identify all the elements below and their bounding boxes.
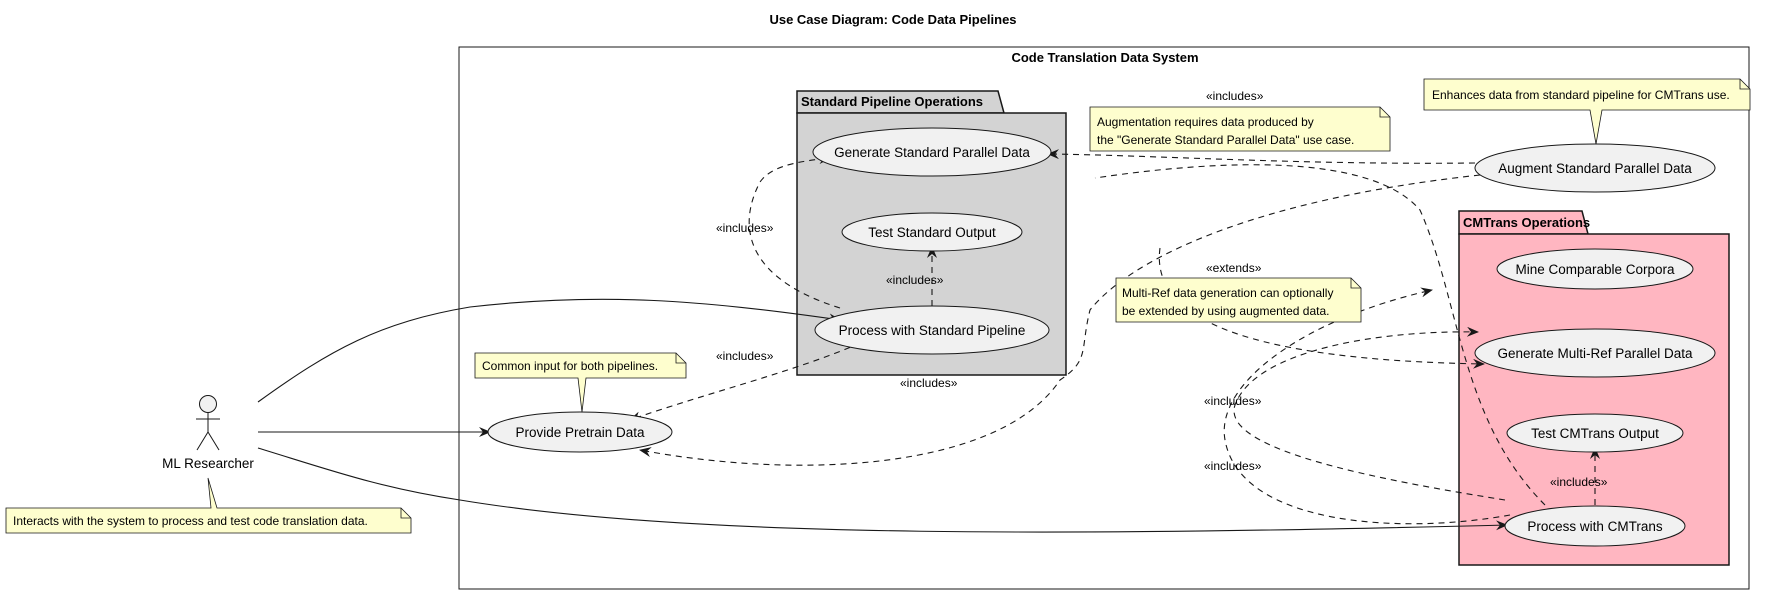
rel-proc-std-includes-gen — [748, 154, 841, 309]
label-extends: «extends» — [1206, 261, 1262, 275]
label-includes: «includes» — [1204, 394, 1262, 408]
label-includes: «includes» — [1204, 459, 1262, 473]
usecase-label: Process with CMTrans — [1527, 519, 1663, 534]
usecase-label: Augment Standard Parallel Data — [1498, 161, 1692, 176]
note-line: Multi-Ref data generation can optionally — [1122, 286, 1333, 300]
label-includes: «includes» — [716, 349, 774, 363]
usecase-generate-standard-parallel-data[interactable] — [812, 127, 1052, 177]
usecase-process-standard-pipeline[interactable] — [814, 305, 1050, 355]
actor-name: ML Researcher — [162, 456, 254, 471]
note-line: be extended by using augmented data. — [1122, 304, 1330, 318]
note-line: Common input for both pipelines. — [482, 359, 658, 373]
note-line: Augmentation requires data produced by — [1097, 115, 1314, 129]
label-includes: «includes» — [886, 273, 944, 287]
usecase-label: Mine Comparable Corpora — [1515, 262, 1675, 277]
diagram-title: Use Case Diagram: Code Data Pipelines — [769, 12, 1016, 27]
usecase-label: Process with Standard Pipeline — [839, 323, 1026, 338]
rel-multiref-extends-augment — [1158, 247, 1485, 369]
note-enhances — [1423, 78, 1751, 145]
rel-augment-includes-gen — [1047, 149, 1476, 164]
note-augmentation-requirement — [1089, 106, 1391, 152]
label-includes: «includes» — [716, 221, 774, 235]
usecase-test-cmtrans-output[interactable] — [1506, 413, 1684, 453]
note-line: the "Generate Standard Parallel Data" us… — [1097, 133, 1354, 147]
rel-proc-cm-includes-mine — [1223, 287, 1511, 525]
system-boundary — [458, 46, 1750, 590]
rel-proc-cm-includes-augment-path — [1094, 164, 1546, 506]
rel-augment-includes-pretrain — [639, 174, 1481, 466]
label-includes: «includes» — [900, 376, 958, 390]
usecase-label: Generate Standard Parallel Data — [834, 145, 1030, 160]
usecase-augment-standard-parallel-data[interactable] — [1474, 143, 1716, 193]
label-includes: «includes» — [1206, 89, 1264, 103]
assoc-actor-proc-cm — [257, 447, 1508, 533]
usecase-label: Provide Pretrain Data — [515, 425, 645, 440]
usecase-provide-pretrain-data[interactable] — [487, 411, 673, 453]
usecase-test-standard-output[interactable] — [841, 212, 1023, 252]
note-common-input — [474, 352, 687, 413]
package-standard-title: Standard Pipeline Operations — [801, 94, 983, 109]
note-multi-ref — [1115, 277, 1362, 323]
usecase-process-with-cmtrans[interactable] — [1504, 505, 1686, 547]
usecase-label: Test CMTrans Output — [1531, 426, 1659, 441]
package-cmtrans-title: CMTrans Operations — [1463, 215, 1590, 230]
usecase-label: Test Standard Output — [868, 225, 996, 240]
rel-proc-std-includes-pretrain — [629, 342, 861, 422]
actor-ml-researcher[interactable] — [196, 395, 220, 451]
usecase-label: Generate Multi-Ref Parallel Data — [1497, 346, 1693, 361]
usecase-generate-multi-ref-parallel-data[interactable] — [1474, 328, 1716, 378]
note-line: Interacts with the system to process and… — [13, 514, 368, 528]
rel-proc-cm-includes-multiref — [1233, 326, 1506, 501]
assoc-actor-proc-std — [257, 298, 841, 403]
usecase-mine-comparable-corpora[interactable] — [1496, 248, 1694, 290]
label-includes: «includes» — [1550, 475, 1608, 489]
note-line: Enhances data from standard pipeline for… — [1432, 88, 1730, 102]
system-title: Code Translation Data System — [1011, 50, 1198, 65]
